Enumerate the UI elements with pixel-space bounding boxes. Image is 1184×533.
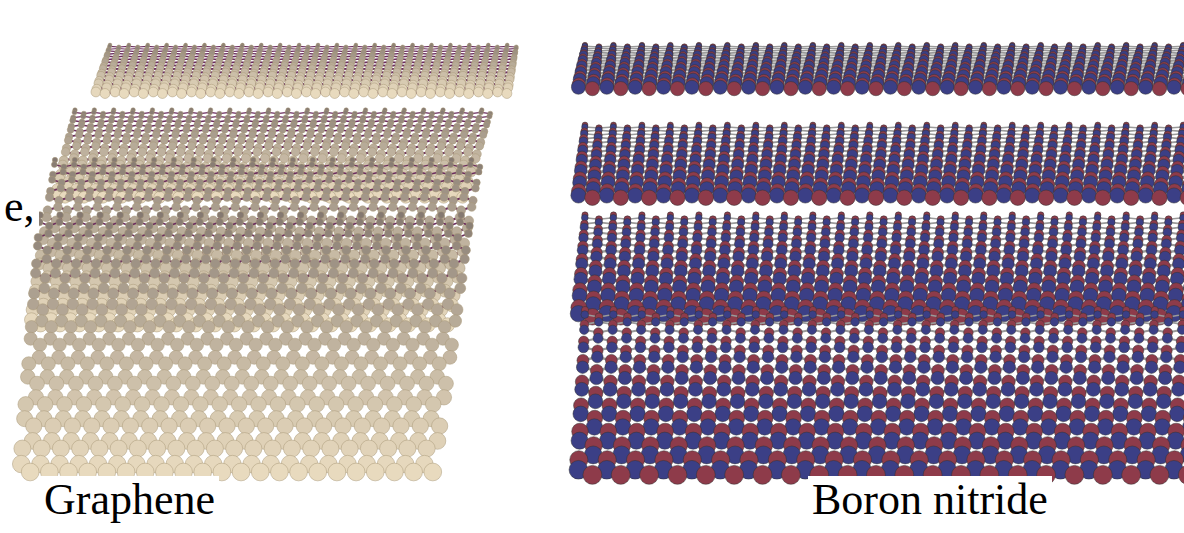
figure-page: e,GrapheneBoron nitride <box>0 0 1184 533</box>
